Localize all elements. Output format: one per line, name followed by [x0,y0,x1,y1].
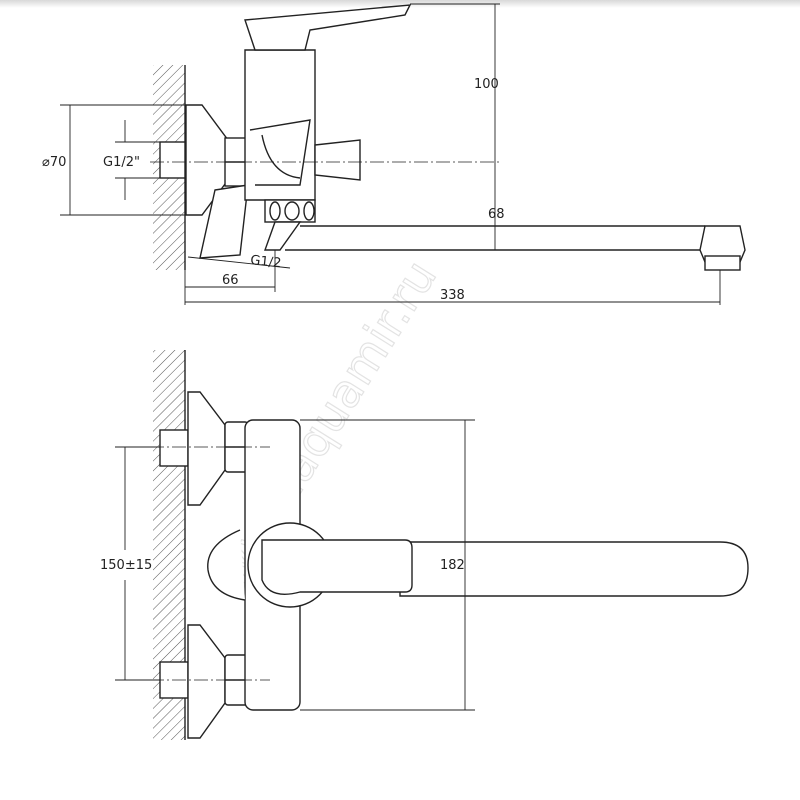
lever-top [261,539,413,595]
dim-338: 338 [440,288,465,303]
lever-handle [244,4,412,51]
dim-outlet-thread: G1/2 [250,253,282,271]
inlet-pipe [159,141,186,179]
dim-182: 182 [440,558,465,573]
diverter-knob [314,139,361,181]
side-view [60,3,746,305]
top-view [115,350,749,740]
dim-diameter-70: ⌀70 [42,155,66,170]
spout-top [399,541,749,597]
dim-66: 66 [222,273,239,288]
dim-100: 100 [474,77,499,92]
dim-150-15: 150±15 [100,558,152,573]
dim-68: 68 [488,207,505,222]
top-band [0,0,800,8]
dim-inlet-thread: G1/2" [103,155,140,170]
